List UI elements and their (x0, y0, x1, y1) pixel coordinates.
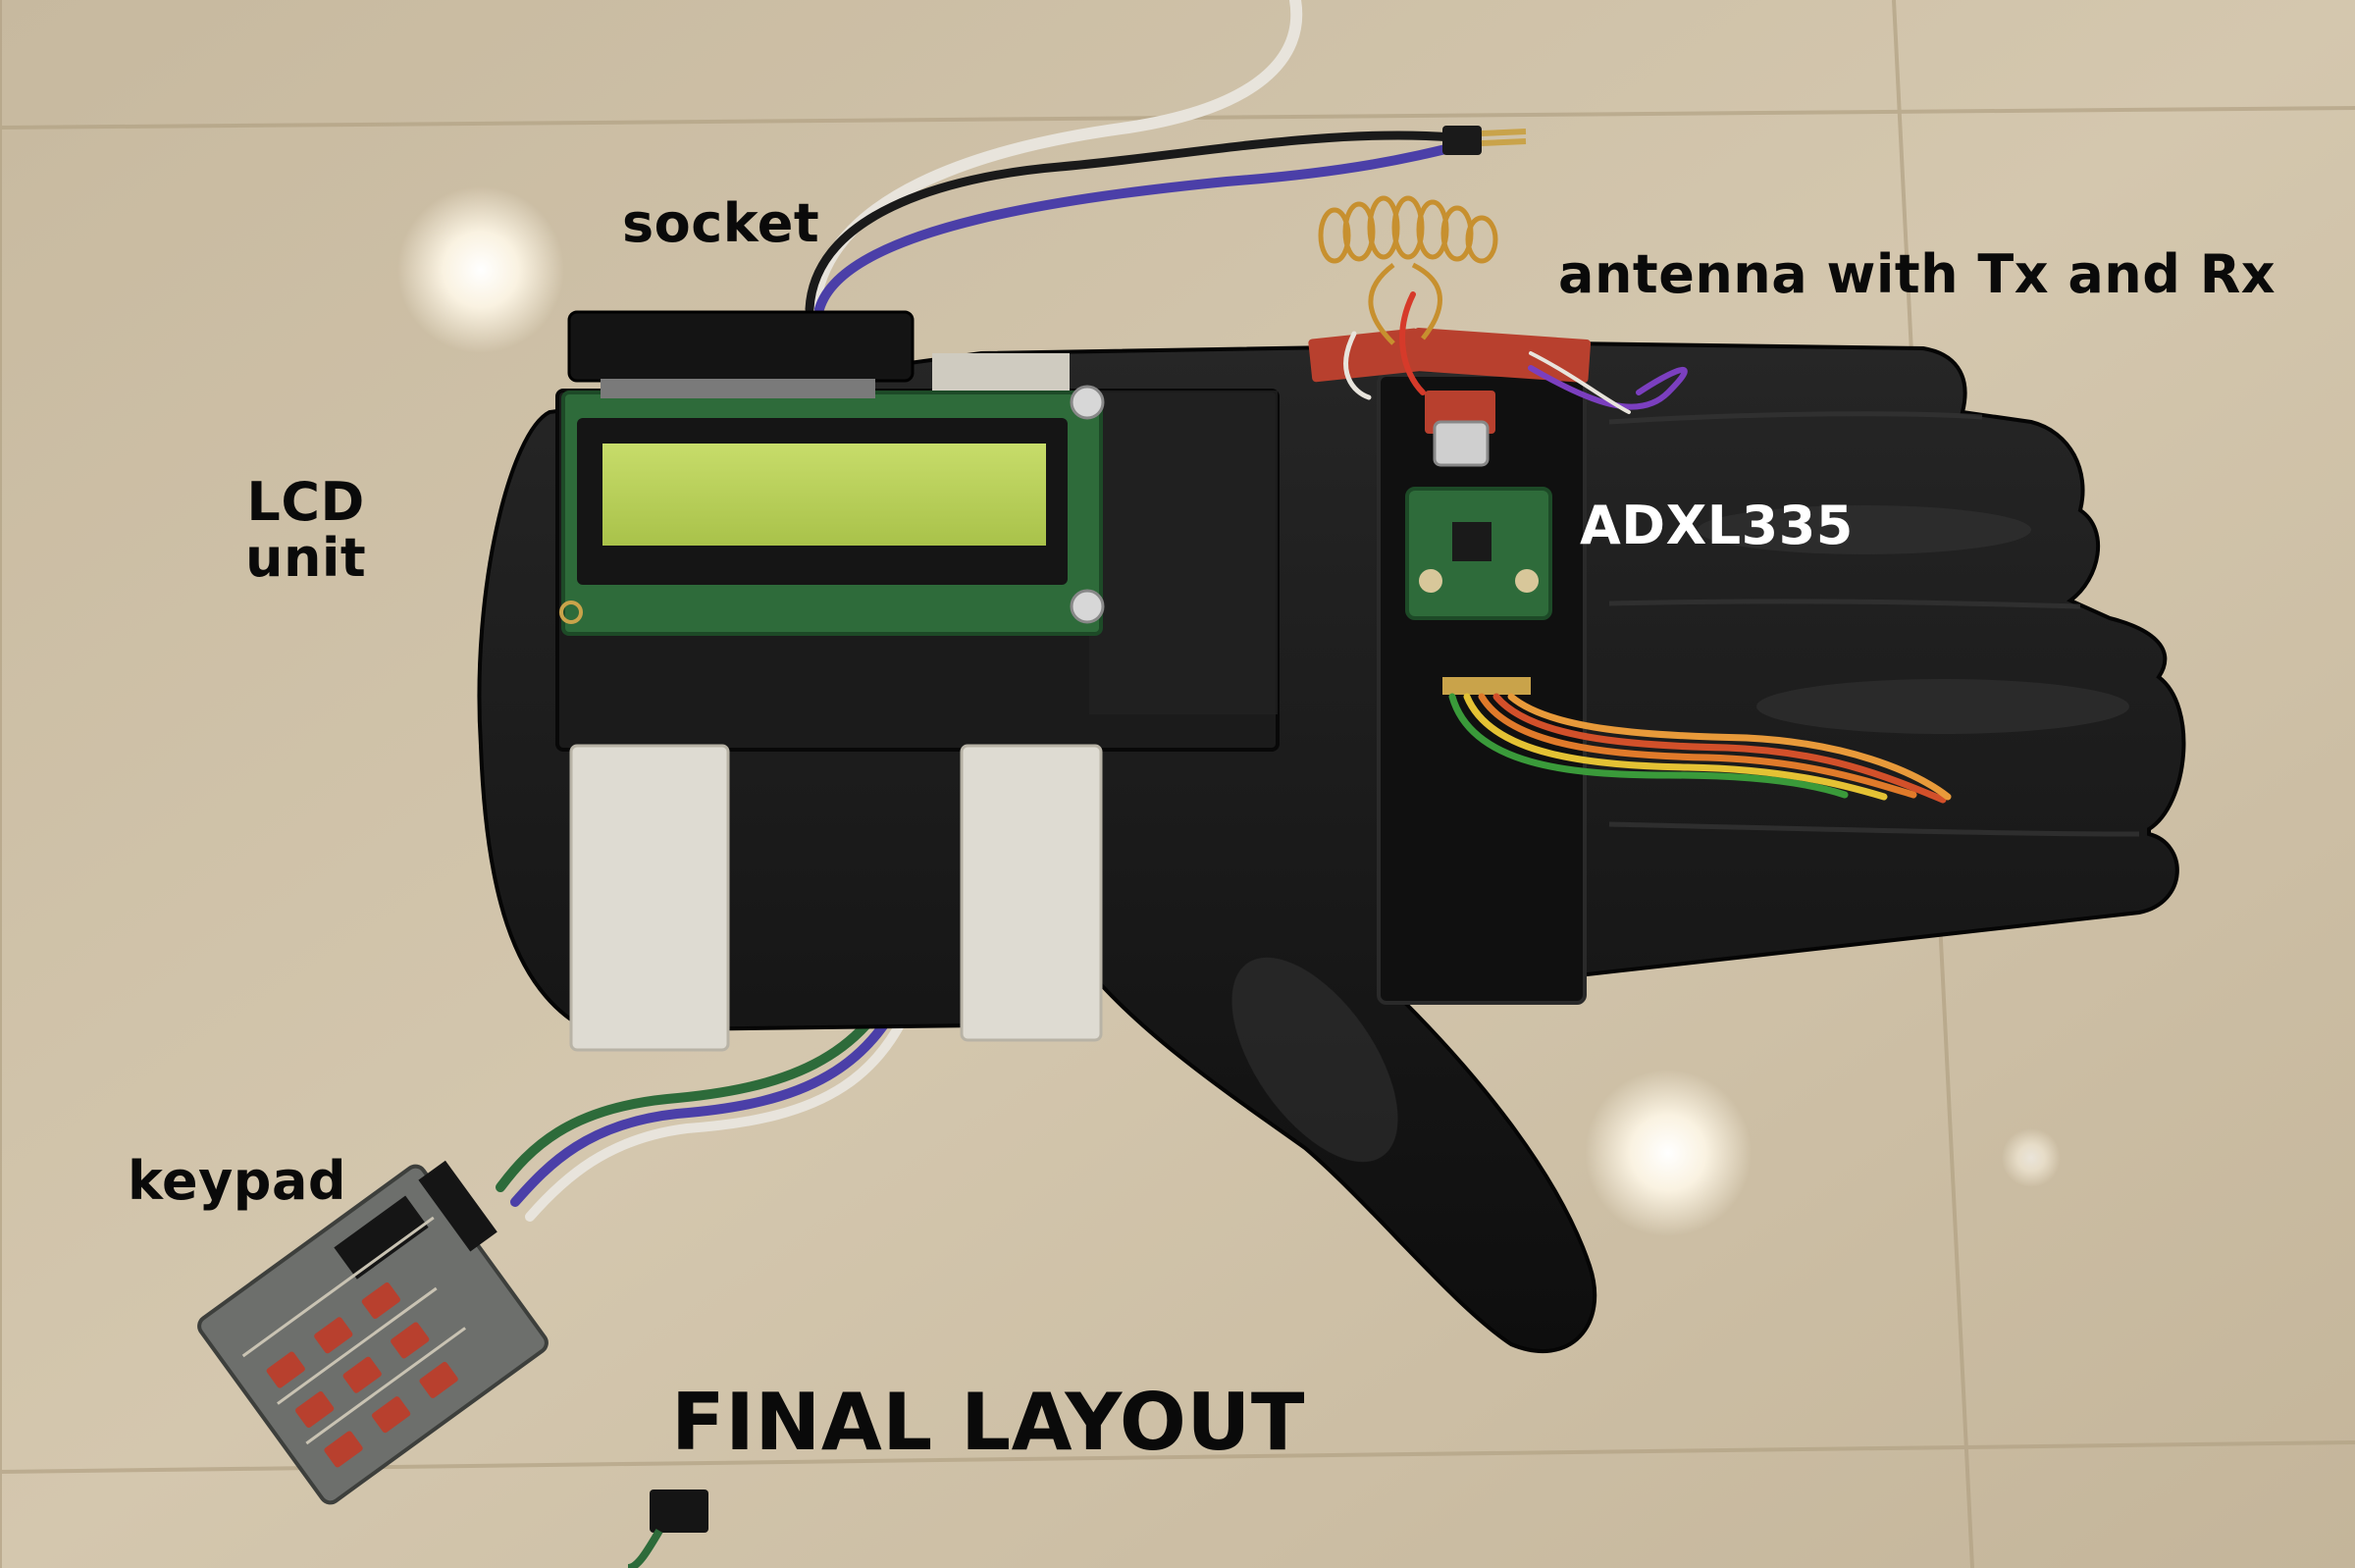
adxl335-header (1442, 677, 1531, 695)
label-lcd-unit: LCD unit (245, 471, 367, 589)
keypad-board (197, 1160, 549, 1505)
light-reflection-far (2002, 1128, 2061, 1187)
socket-cable (805, 0, 1467, 315)
antenna-coil (1318, 195, 1498, 345)
strap-right (960, 744, 1103, 1042)
light-reflection-left (397, 186, 564, 353)
socket-connector (567, 310, 915, 383)
adxl335-hole-right (1515, 569, 1539, 593)
cable-pins (1481, 129, 1527, 146)
antenna-pcb-rx (1411, 328, 1592, 383)
lcd-backing-tab (1089, 391, 1278, 714)
crystal (1433, 420, 1490, 467)
label-keypad: keypad (128, 1150, 347, 1212)
bottom-connector-wire (627, 1528, 663, 1568)
label-lcd-line1: LCD (246, 471, 365, 533)
label-adxl335: ADXL335 (1580, 495, 1854, 556)
light-reflection-right (1585, 1070, 1752, 1236)
label-socket: socket (622, 192, 820, 254)
bottom-connector (650, 1490, 708, 1533)
adxl-ribbon-wires (1448, 693, 1952, 804)
lcd-screw-bottom (1070, 589, 1105, 624)
lcd-wire-loop (559, 601, 583, 624)
lcd-screw-top (1070, 385, 1105, 420)
lcd-ribbon (932, 353, 1070, 392)
lcd-screen (602, 444, 1046, 546)
adxl335-hole-left (1419, 569, 1442, 593)
label-antenna: antenna with Tx and Rx (1558, 243, 2276, 305)
label-lcd-line2: unit (245, 526, 367, 589)
adxl335-chip (1452, 522, 1492, 561)
keypad-cable (496, 962, 927, 1222)
strap-left (569, 744, 730, 1052)
label-final-layout: FINAL LAYOUT (671, 1377, 1305, 1468)
socket-pins (601, 379, 875, 398)
antenna-wires (1343, 291, 1688, 414)
cable-pin-header (1442, 126, 1482, 155)
